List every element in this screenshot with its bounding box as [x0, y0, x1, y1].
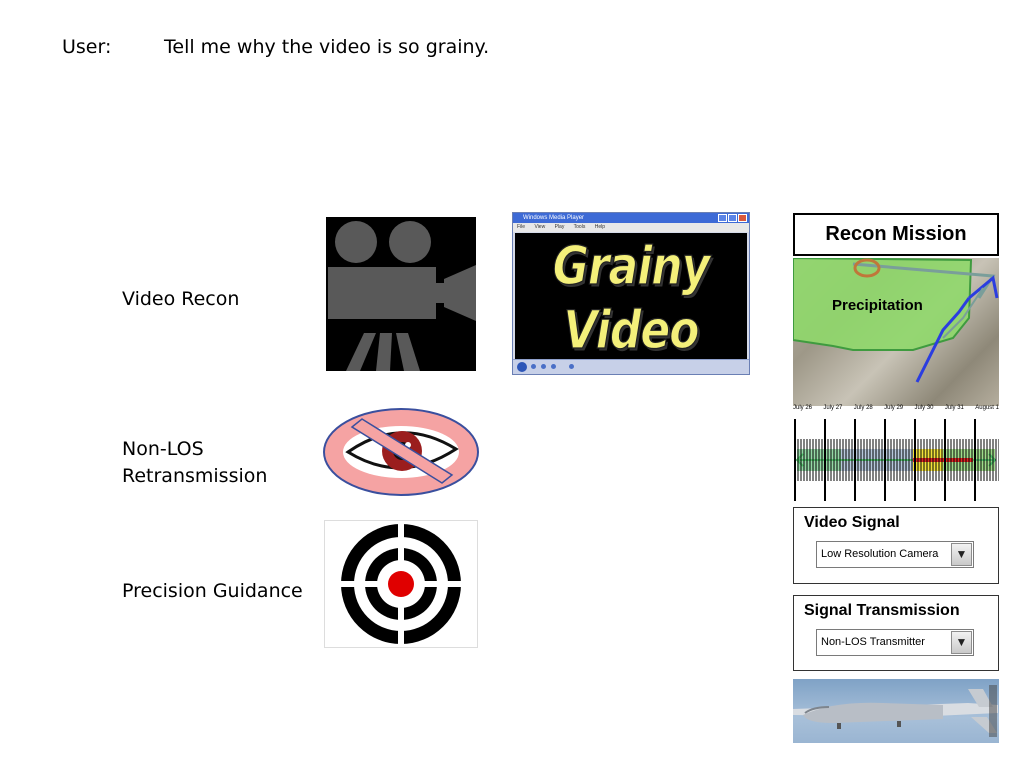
- menu-play[interactable]: Play: [554, 224, 565, 230]
- menu-help[interactable]: Help: [594, 224, 606, 230]
- non-los-label-line1: Non-LOS: [122, 438, 204, 460]
- timeline-date: July 26: [793, 405, 813, 411]
- video-screen: Grainy Video: [515, 233, 747, 365]
- non-los-retransmission-label: Non-LOS Retransmission: [122, 436, 267, 490]
- drone-image: [793, 679, 999, 743]
- stop-button[interactable]: [531, 364, 536, 369]
- signal-transmission-title: Signal Transmission: [804, 602, 960, 619]
- timeline-date: July 30: [914, 405, 934, 411]
- video-signal-title: Video Signal: [804, 514, 900, 531]
- media-player-window: Windows Media Player File View Play Tool…: [512, 212, 750, 375]
- player-menu-bar: File View Play Tools Help: [513, 223, 749, 232]
- timeline-date: July 31: [944, 405, 964, 411]
- video-signal-panel: Video Signal Low Resolution Camera ▼: [793, 507, 999, 584]
- video-signal-select[interactable]: Low Resolution Camera ▼: [816, 541, 974, 568]
- mute-button[interactable]: [569, 364, 574, 369]
- speaker-label: User:: [62, 36, 112, 58]
- menu-view[interactable]: View: [534, 224, 546, 230]
- precision-guidance-label: Precision Guidance: [122, 580, 303, 602]
- menu-file[interactable]: File: [517, 224, 526, 230]
- video-camera-icon: [326, 217, 476, 371]
- signal-transmission-select[interactable]: Non-LOS Transmitter ▼: [816, 629, 974, 656]
- chevron-down-icon[interactable]: ▼: [951, 543, 972, 566]
- mission-timeline[interactable]: [793, 417, 1000, 503]
- close-button[interactable]: [738, 214, 747, 222]
- signal-transmission-value: Non-LOS Transmitter: [821, 636, 925, 648]
- precipitation-label: Precipitation: [832, 297, 923, 314]
- non-los-label-line2: Retransmission: [122, 465, 268, 487]
- timeline-date: July 29: [884, 405, 904, 411]
- grainy-overlay-line2: Video: [563, 299, 700, 362]
- play-button[interactable]: [517, 362, 527, 372]
- timeline-date: July 27: [823, 405, 843, 411]
- video-recon-label: Video Recon: [122, 288, 240, 310]
- previous-button[interactable]: [541, 364, 546, 369]
- no-eye-icon: [322, 407, 480, 497]
- timeline-dates: July 26 July 27 July 28 July 29 July 30 …: [793, 405, 999, 415]
- menu-tools[interactable]: Tools: [573, 224, 586, 230]
- grainy-overlay-line1: Grainy: [552, 235, 711, 298]
- maximize-button[interactable]: [728, 214, 737, 222]
- player-window-title: Windows Media Player: [523, 215, 585, 221]
- recon-mission-title: Recon Mission: [793, 213, 999, 256]
- next-button[interactable]: [551, 364, 556, 369]
- signal-transmission-panel: Signal Transmission Non-LOS Transmitter …: [793, 595, 999, 671]
- chevron-down-icon[interactable]: ▼: [951, 631, 972, 654]
- user-query: Tell me why the video is so grainy.: [164, 36, 490, 58]
- target-icon: [324, 520, 478, 648]
- precipitation-map: [793, 258, 999, 406]
- player-title-bar: Windows Media Player: [513, 213, 749, 223]
- minimize-button[interactable]: [718, 214, 727, 222]
- timeline-date: August 1: [975, 405, 999, 411]
- player-controls: [513, 359, 749, 374]
- video-signal-value: Low Resolution Camera: [821, 548, 939, 560]
- timeline-date: July 28: [853, 405, 873, 411]
